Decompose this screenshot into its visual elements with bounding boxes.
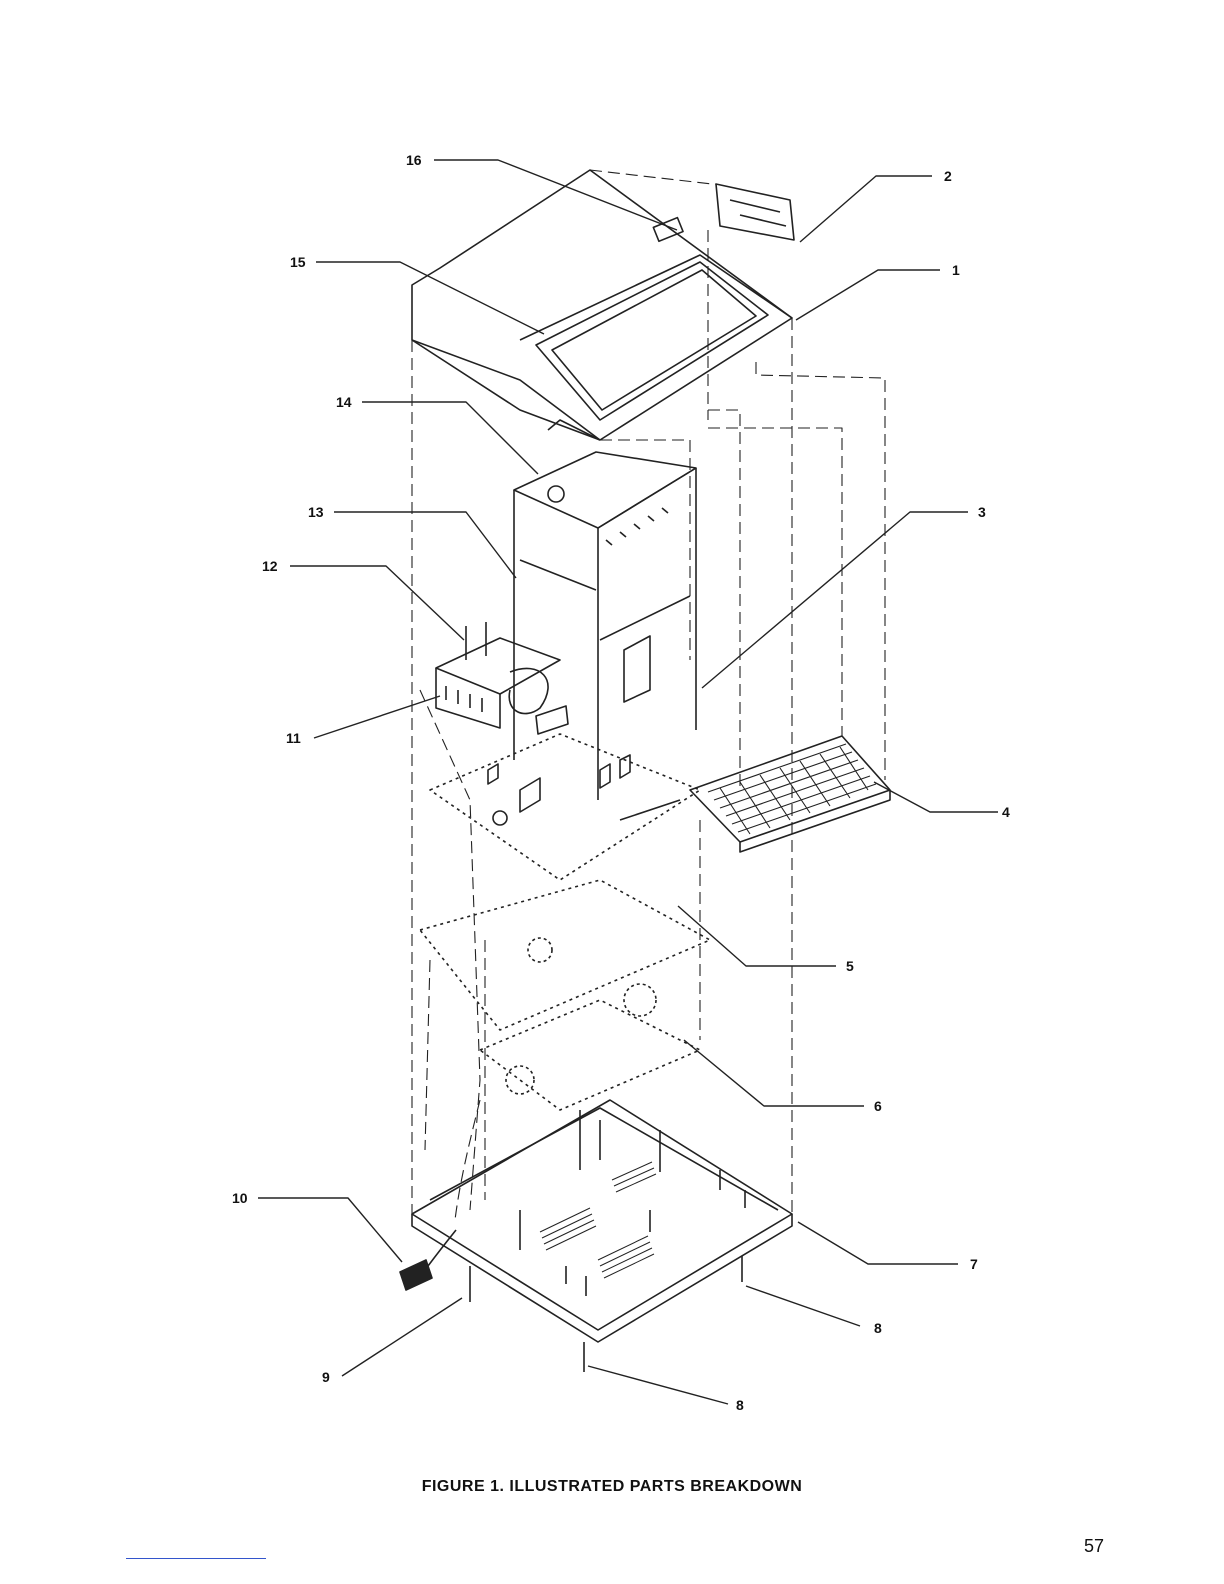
top-cover xyxy=(412,170,792,440)
callout-14: 14 xyxy=(336,394,352,410)
keyboard-assembly xyxy=(690,736,890,852)
callout-8-upper: 8 xyxy=(874,1320,882,1336)
callout-8-lower: 8 xyxy=(736,1397,744,1413)
callout-5: 5 xyxy=(846,958,854,974)
page-number: 57 xyxy=(1084,1536,1104,1557)
shield-enclosure xyxy=(514,452,696,800)
figure-caption: FIGURE 1. ILLUSTRATED PARTS BREAKDOWN xyxy=(0,1478,1224,1496)
callout-3: 3 xyxy=(978,504,986,520)
callout-12: 12 xyxy=(262,558,278,574)
callout-15: 15 xyxy=(290,254,306,270)
footer-rule xyxy=(126,1558,266,1559)
power-supply-assembly xyxy=(436,622,568,734)
power-cord-plug xyxy=(400,1230,456,1290)
leader-lines xyxy=(258,160,998,1404)
callout-16: 16 xyxy=(406,152,422,168)
base-pan xyxy=(412,1100,792,1342)
callout-9: 9 xyxy=(322,1369,330,1385)
screws xyxy=(470,1256,742,1372)
callout-4: 4 xyxy=(1002,804,1010,820)
chassis-plate xyxy=(420,880,710,1110)
callout-13: 13 xyxy=(308,504,324,520)
callout-6: 6 xyxy=(874,1098,882,1114)
callout-numbers: 1 2 3 4 5 6 7 8 8 9 10 11 12 13 14 15 16 xyxy=(232,152,1010,1413)
nameplate-bracket xyxy=(716,184,794,240)
callout-1: 1 xyxy=(952,262,960,278)
callout-11: 11 xyxy=(286,730,301,746)
callout-2: 2 xyxy=(944,168,952,184)
assembly-guide-lines xyxy=(412,170,885,1220)
callout-7: 7 xyxy=(970,1256,978,1272)
callout-10: 10 xyxy=(232,1190,248,1206)
